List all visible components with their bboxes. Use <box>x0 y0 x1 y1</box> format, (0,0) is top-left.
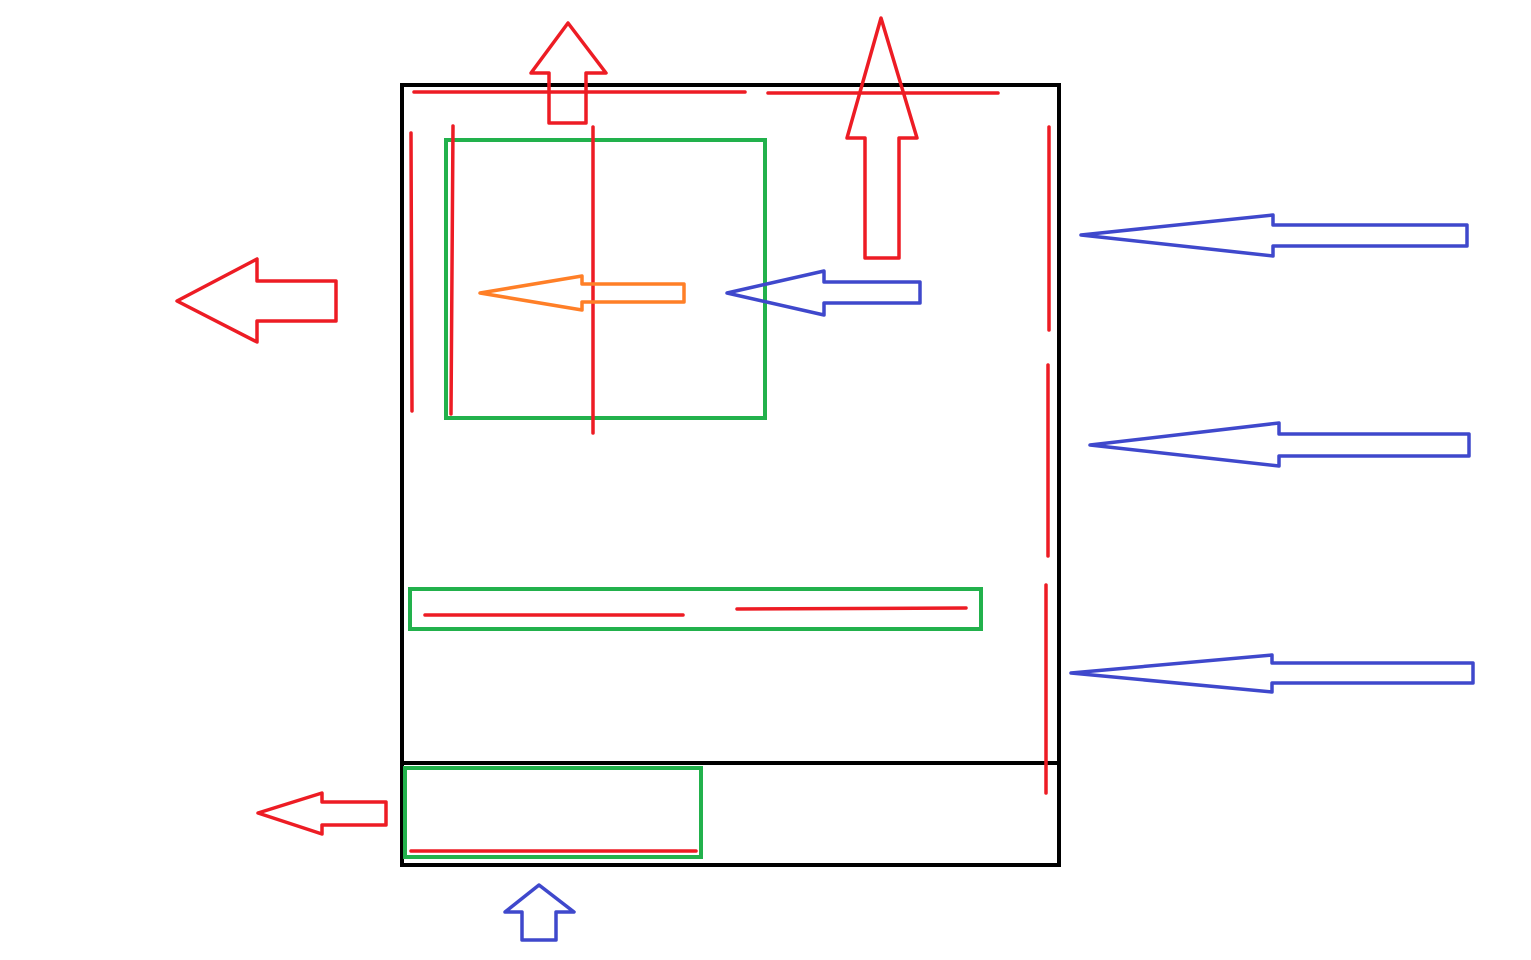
blue-arrow-left-inner <box>725 269 922 317</box>
outer-frame <box>400 83 1061 867</box>
blue-arrow-up <box>503 883 576 942</box>
red-line-bar-right <box>735 606 968 611</box>
blue-arrow-left-2 <box>1088 421 1471 468</box>
blue-arrow-left-3 <box>1069 653 1475 694</box>
red-arrow-left <box>175 257 338 344</box>
orange-arrow-left <box>478 274 686 312</box>
red-arrow-left-small <box>256 791 388 836</box>
green-box-bottom <box>403 766 703 859</box>
green-box-bar <box>408 587 983 631</box>
green-box-upper <box>444 138 767 420</box>
blue-arrow-left-1 <box>1079 213 1469 258</box>
red-arrow-up-tall <box>845 16 919 260</box>
red-line-left-2 <box>449 124 455 416</box>
red-line-left-1 <box>409 131 414 413</box>
red-arrow-up-small <box>529 21 608 125</box>
